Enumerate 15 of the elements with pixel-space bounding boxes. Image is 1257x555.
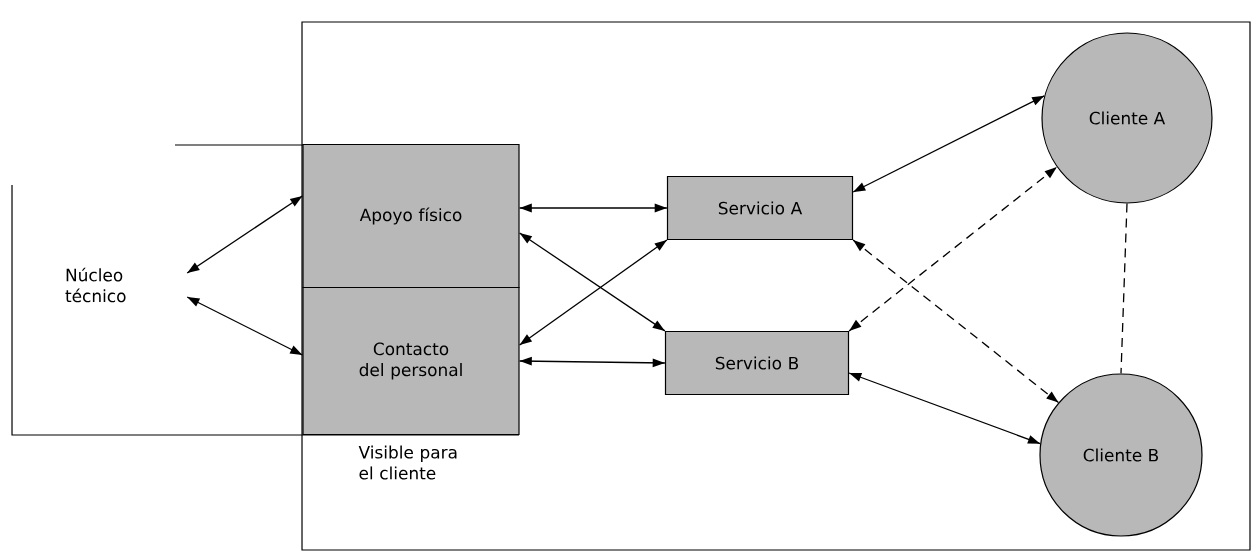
arrow <box>848 372 1041 445</box>
arrow <box>852 95 1045 193</box>
arrow <box>848 166 1058 332</box>
node-label: Núcleo técnico <box>65 267 126 303</box>
arrow <box>518 239 668 346</box>
arrow <box>186 195 304 274</box>
process-box: Apoyo físico <box>302 143 520 289</box>
process-box: Servicio B <box>664 330 850 396</box>
arrow <box>186 296 304 356</box>
arrow <box>518 356 666 368</box>
arrow <box>518 203 668 213</box>
process-box: Contacto del personal <box>302 286 520 436</box>
arrow <box>852 239 1060 404</box>
process-box: Servicio A <box>666 175 854 241</box>
arrow <box>518 232 666 332</box>
